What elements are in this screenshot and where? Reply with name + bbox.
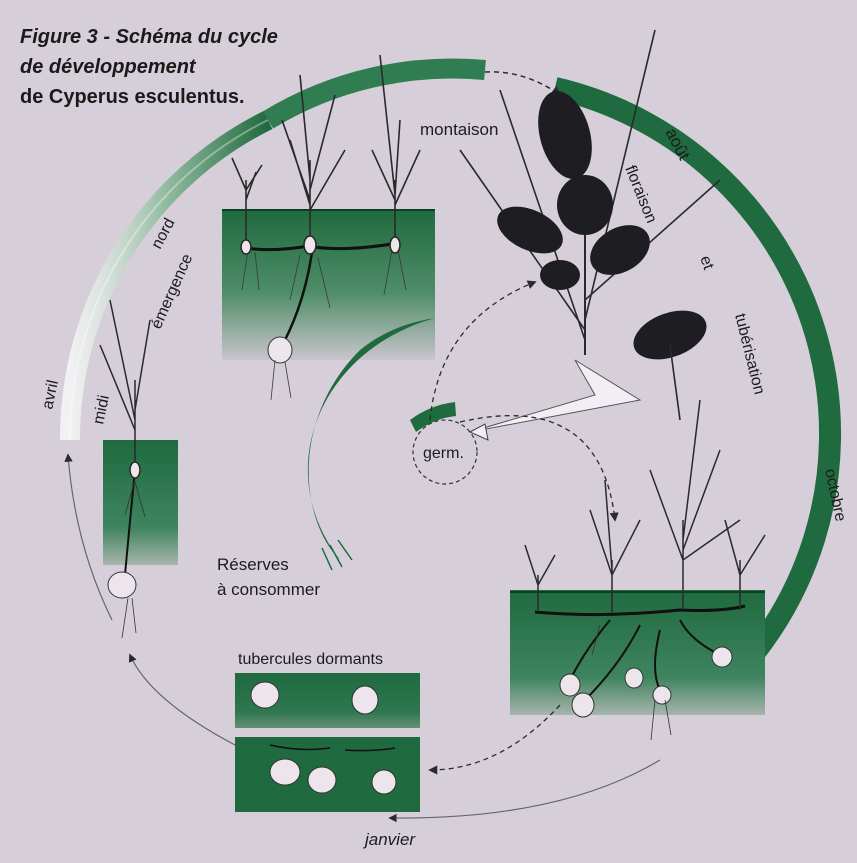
label-midi: midi — [90, 394, 113, 426]
label-avril: avril — [39, 379, 62, 411]
label-montaison: montaison — [420, 120, 498, 139]
return-arrow-bottom — [390, 760, 660, 818]
label-tubercules: tubercules dormants — [238, 651, 383, 668]
return-arrow-left — [130, 655, 235, 745]
soil-block-tuberisation — [510, 400, 765, 740]
label-tuberisation: tubérisation — [731, 312, 768, 396]
label-germ: germ. — [423, 445, 464, 462]
soil-block-early — [222, 210, 435, 400]
tuber-icon — [108, 572, 136, 598]
sedge-plant-icon — [525, 400, 765, 612]
label-reserves-line2: à consommer — [217, 580, 320, 599]
label-et: et — [696, 254, 717, 273]
label-janvier: janvier — [363, 830, 416, 849]
label-emergence: émergence — [148, 251, 196, 331]
label-floraison: floraison — [621, 163, 659, 225]
label-reserves-line1: Réserves — [217, 555, 289, 574]
soil-block-emergence — [100, 300, 178, 638]
germination-node — [410, 402, 477, 484]
ring-dashed-arrow — [485, 72, 560, 95]
tuber-icon — [268, 337, 292, 363]
germ-dashed-arrow-up — [430, 282, 535, 420]
soil-block-dormant — [235, 673, 420, 812]
